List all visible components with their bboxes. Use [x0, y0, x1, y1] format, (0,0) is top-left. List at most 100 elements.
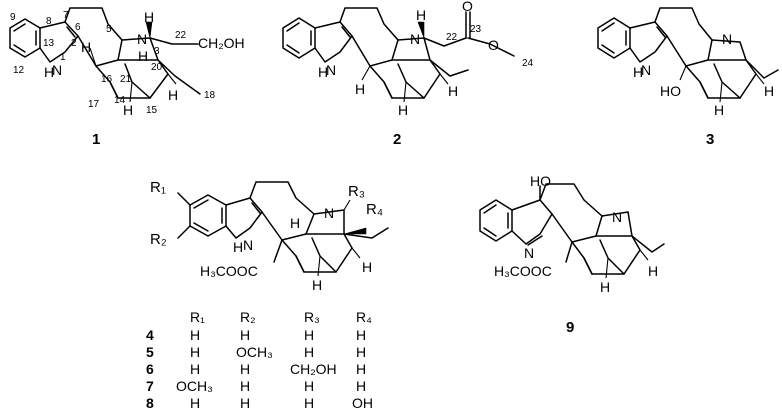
c3-nh-hydrogen: H: [633, 64, 643, 80]
table-cell-r1: H: [190, 361, 200, 377]
c9-hydroxyl-label: HO: [530, 173, 551, 189]
c1-num-3: 3: [154, 46, 160, 57]
c1-num-1: 1: [60, 52, 66, 63]
c3-h-bottom: H: [714, 102, 724, 118]
c1-num-5: 5: [106, 24, 112, 35]
table-cell-r2: H: [240, 395, 250, 411]
c1-num-22: 22: [175, 30, 187, 41]
c2-ester-oxygen: O: [488, 37, 499, 53]
table-cell-r2: H: [240, 327, 250, 343]
scaffold-r4-label: R₄: [366, 201, 383, 218]
table-cell-r2: OCH₃: [236, 344, 273, 360]
table-cell-r1: H: [190, 344, 200, 360]
table-cell-r3: H: [304, 378, 314, 394]
scaffold-ester-label: H₃COOC: [200, 263, 258, 279]
c1-num-20: 20: [151, 62, 163, 73]
scaffold-structure: [177, 181, 389, 277]
c1-num-21: 21: [120, 74, 132, 85]
c2-nh-hydrogen: H: [318, 64, 328, 80]
substituent-table: R₁ R₂ R₃ R₄ 4 H H H H 5 H OCH₃ H H 6 H H…: [146, 309, 373, 411]
scaffold-nh-hydrogen: H: [233, 239, 243, 255]
c2-carbonyl-oxygen: O: [462, 0, 473, 14]
table-cell-r4: H: [356, 361, 366, 377]
table-cell-r1: H: [190, 327, 200, 343]
c9-h-right: H: [648, 263, 658, 279]
c2-num-24: 24: [522, 58, 534, 69]
table-row-id: 4: [146, 327, 154, 343]
c1-num-14: 14: [114, 95, 126, 106]
c2-h-right: H: [448, 83, 458, 99]
c9-imine-nitrogen: N: [524, 245, 534, 261]
table-cell-r1: H: [190, 395, 200, 411]
c2-h3-label: H: [416, 7, 426, 23]
c2-num-23: 23: [470, 24, 482, 35]
c3-h-right: H: [764, 83, 774, 99]
c1-num-15: 15: [146, 105, 158, 116]
compound-2-structure: [282, 7, 515, 103]
c1-num-6: 6: [75, 22, 81, 33]
table-header-r3: R₃: [304, 309, 320, 325]
c1-nitrogen-label: N: [52, 62, 62, 78]
c9-ester-label: H₃COOC: [494, 263, 552, 279]
c1-num-13: 13: [43, 38, 55, 49]
c1-h3-label: H: [144, 9, 154, 25]
c1-h16-label: H: [81, 39, 91, 55]
c1-num-9: 9: [10, 12, 16, 23]
table-header-r2: R₂: [240, 309, 256, 325]
table-row-id: 6: [146, 361, 154, 377]
table-cell-r4: H: [356, 327, 366, 343]
compound-3-label: 3: [706, 131, 714, 148]
c2-nitrogen-label: N: [326, 62, 336, 78]
table-cell-r3: H: [304, 327, 314, 343]
compound-9-structure: [479, 183, 665, 279]
table-cell-r3: H: [304, 344, 314, 360]
table-cell-r2: H: [240, 361, 250, 377]
compound-2-label: 2: [393, 131, 401, 148]
table-row-id: 8: [146, 395, 154, 411]
compound-3-structure: [597, 7, 779, 103]
compound-1-structure: [9, 7, 201, 103]
c2-num-22: 22: [446, 32, 458, 43]
scaffold-h-bottom: H: [312, 277, 322, 293]
c3-nitrogen-label: N: [641, 62, 651, 78]
c1-num-16: 16: [101, 74, 113, 85]
table-cell-r1: OCH₃: [176, 378, 213, 394]
scaffold-h-right: H: [362, 259, 372, 275]
scaffold-h-left: H: [290, 215, 300, 231]
c1-ch2oh-label: CH₂OH: [198, 35, 245, 51]
c3-hydroxyl-label: HO: [660, 83, 681, 99]
c1-num-18: 18: [204, 90, 216, 101]
scaffold-n4-label: N: [324, 205, 334, 221]
c1-h14-label: H: [123, 102, 133, 118]
c9-n4-label: N: [612, 209, 622, 225]
c1-num-7: 7: [63, 10, 69, 21]
table-cell-r4: H: [356, 344, 366, 360]
table-cell-r3: CH₂OH: [290, 361, 337, 377]
table-row-id: 7: [146, 378, 154, 394]
table-cell-r3: H: [304, 395, 314, 411]
c2-h-left: H: [355, 81, 365, 97]
table-header-r4: R₄: [356, 309, 372, 325]
c2-h-bottom: H: [398, 102, 408, 118]
scaffold-nh-label: N: [243, 237, 253, 253]
scaffold-r1-label: R₁: [150, 179, 166, 196]
table-cell-r4: H: [356, 378, 366, 394]
table-cell-r4: OH: [352, 395, 373, 411]
c1-num-17: 17: [88, 99, 100, 110]
c1-h20-label: H: [168, 87, 178, 103]
c2-n4-label: N: [410, 31, 420, 47]
table-header-r1: R₁: [190, 309, 205, 325]
table-cell-r2: H: [240, 378, 250, 394]
compound-1-label: 1: [92, 131, 100, 148]
c1-num-8: 8: [46, 16, 52, 27]
c3-n4-label: N: [722, 31, 732, 47]
c9-h-bottom: H: [600, 279, 610, 295]
c1-h21-label: H: [138, 48, 148, 64]
scaffold-r3-label: R₃: [348, 183, 365, 200]
c1-num-12: 12: [13, 65, 25, 76]
c1-nh-hydrogen: H: [44, 64, 54, 80]
c1-num-2: 2: [71, 38, 77, 49]
scaffold-r2-label: R₂: [150, 231, 167, 248]
